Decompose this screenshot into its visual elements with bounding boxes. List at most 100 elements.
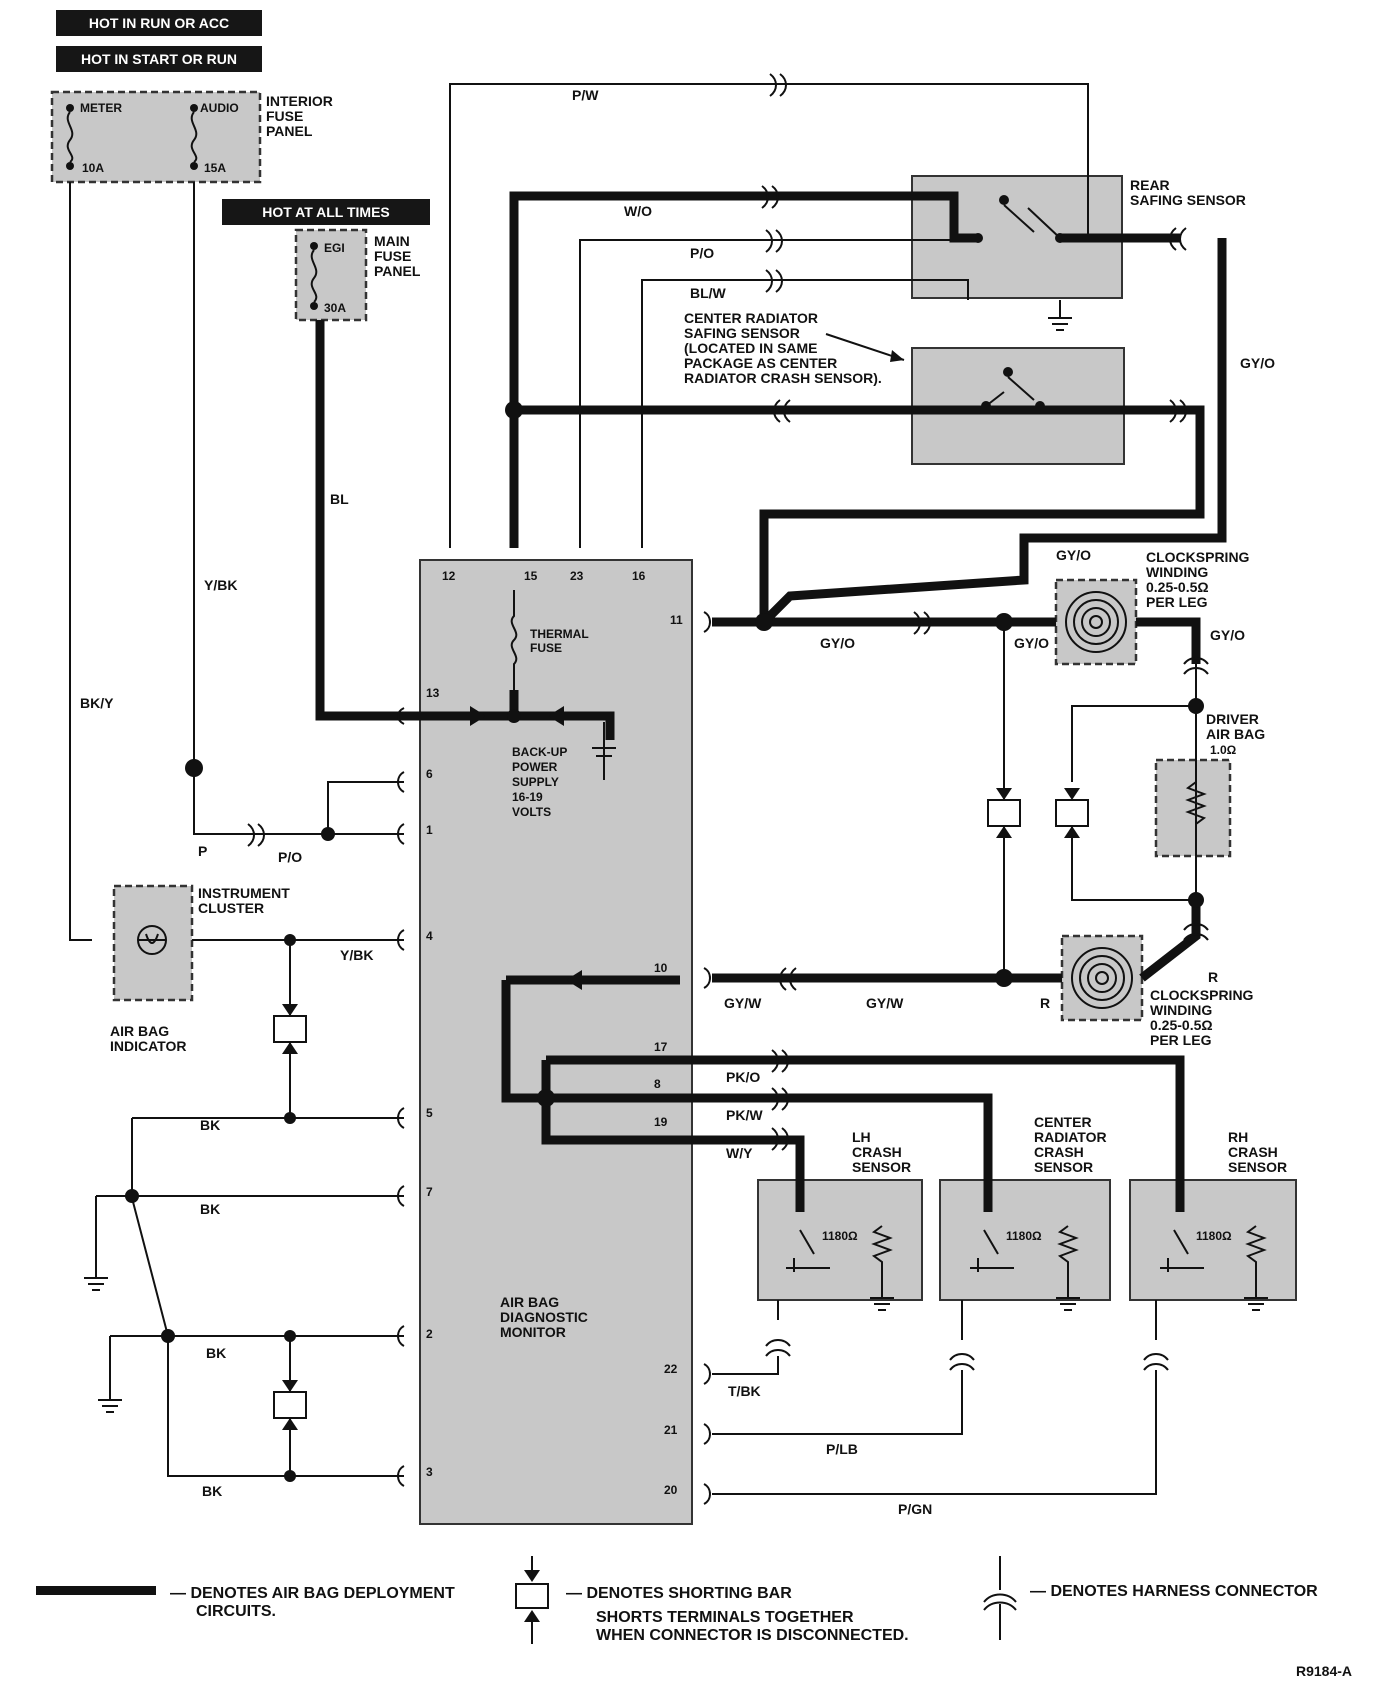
shorting-bar-icons — [273, 788, 1089, 1430]
svg-text:R: R — [1208, 969, 1218, 985]
svg-text:20: 20 — [664, 1483, 678, 1497]
svg-text:BK: BK — [206, 1345, 226, 1361]
svg-text:GY/O: GY/O — [820, 635, 855, 651]
junction-dots — [125, 401, 1204, 1482]
driver-air-bag: DRIVER AIR BAG 1.0Ω — [1154, 711, 1265, 858]
svg-text:11: 11 — [670, 613, 683, 627]
legend: — DENOTES AIR BAG DEPLOYMENT CIRCUITS. —… — [36, 1556, 1318, 1644]
svg-text:SAFING SENSOR: SAFING SENSOR — [684, 325, 800, 341]
svg-text:— DENOTES AIR BAG DEPLOYMENT: — DENOTES AIR BAG DEPLOYMENT — [170, 1585, 455, 1602]
svg-text:3: 3 — [426, 1465, 433, 1479]
svg-text:CLOCKSPRING: CLOCKSPRING — [1150, 987, 1254, 1003]
clockspring-upper: CLOCKSPRING WINDING 0.25-0.5Ω PER LEG — [1054, 549, 1250, 666]
resistor-icon — [1245, 1225, 1267, 1274]
clockspring-lower: CLOCKSPRING WINDING 0.25-0.5Ω PER LEG — [1060, 934, 1254, 1048]
resistor-icon — [871, 1225, 893, 1274]
svg-text:R: R — [1040, 995, 1050, 1011]
main-fuse-panel: EGI 30A MAIN FUSE PANEL — [294, 228, 421, 322]
svg-text:7: 7 — [426, 1185, 433, 1199]
svg-text:8: 8 — [654, 1077, 661, 1091]
svg-text:PER LEG: PER LEG — [1146, 594, 1208, 610]
svg-text:19: 19 — [654, 1115, 668, 1129]
svg-text:POWER: POWER — [512, 760, 558, 774]
svg-text:MONITOR: MONITOR — [500, 1324, 566, 1340]
svg-text:10: 10 — [654, 961, 668, 975]
svg-text:DRIVER: DRIVER — [1206, 711, 1259, 727]
svg-text:GY/O: GY/O — [1056, 547, 1091, 563]
svg-text:22: 22 — [664, 1362, 678, 1376]
svg-text:GY/W: GY/W — [724, 995, 762, 1011]
svg-text:T/BK: T/BK — [728, 1383, 761, 1399]
svg-text:GY/O: GY/O — [1210, 627, 1245, 643]
center-radiator-safing-sensor: CENTER RADIATOR SAFING SENSOR (LOCATED I… — [684, 310, 1125, 465]
svg-text:INDICATOR: INDICATOR — [110, 1038, 186, 1054]
svg-text:BL/W: BL/W — [690, 285, 727, 301]
svg-text:BK: BK — [200, 1117, 220, 1133]
svg-text:W/Y: W/Y — [726, 1145, 753, 1161]
svg-text:30A: 30A — [324, 301, 346, 315]
svg-text:15: 15 — [524, 569, 538, 583]
svg-text:4: 4 — [426, 929, 433, 943]
svg-text:Y/BK: Y/BK — [204, 577, 237, 593]
svg-text:PANEL: PANEL — [374, 263, 421, 279]
svg-text:SUPPLY: SUPPLY — [512, 775, 559, 789]
svg-text:FUSE: FUSE — [374, 248, 411, 264]
figure-code: R9184-A — [1296, 1663, 1352, 1679]
legend-deployment-line — [36, 1586, 156, 1595]
svg-text:MAIN: MAIN — [374, 233, 410, 249]
svg-text:PACKAGE AS CENTER: PACKAGE AS CENTER — [684, 355, 837, 371]
svg-text:0.25-0.5Ω: 0.25-0.5Ω — [1146, 579, 1209, 595]
svg-text:PK/W: PK/W — [726, 1107, 763, 1123]
svg-text:15A: 15A — [204, 161, 226, 175]
svg-text:CLOCKSPRING: CLOCKSPRING — [1146, 549, 1250, 565]
ground-icon — [1056, 1274, 1080, 1311]
ground-icon — [1048, 300, 1072, 331]
svg-text:P: P — [198, 843, 207, 859]
svg-text:CENTER: CENTER — [1034, 1114, 1092, 1130]
svg-text:21: 21 — [664, 1423, 678, 1437]
svg-text:P/O: P/O — [278, 849, 302, 865]
svg-text:BK: BK — [200, 1201, 220, 1217]
svg-text:W/O: W/O — [624, 203, 652, 219]
svg-text:2: 2 — [426, 1327, 433, 1341]
svg-text:1180Ω: 1180Ω — [1196, 1229, 1232, 1243]
svg-text:EGI: EGI — [324, 241, 345, 255]
svg-text:BK: BK — [202, 1483, 222, 1499]
svg-text:16-19: 16-19 — [512, 790, 543, 804]
svg-text:1: 1 — [426, 823, 433, 837]
svg-text:INTERIOR: INTERIOR — [266, 93, 333, 109]
svg-text:INSTRUMENT: INSTRUMENT — [198, 885, 290, 901]
svg-text:SHORTS TERMINALS TOGETHER: SHORTS TERMINALS TOGETHER — [596, 1609, 854, 1626]
svg-text:FUSE: FUSE — [530, 641, 562, 655]
svg-text:6: 6 — [426, 767, 433, 781]
banner-run-acc: HOT IN RUN OR ACC — [56, 10, 262, 36]
svg-text:13: 13 — [426, 686, 440, 700]
svg-text:REAR: REAR — [1130, 177, 1170, 193]
fuse-egi-icon — [310, 249, 318, 303]
svg-text:METER: METER — [80, 101, 122, 115]
svg-text:HOT IN START OR RUN: HOT IN START OR RUN — [81, 51, 237, 67]
svg-text:SENSOR: SENSOR — [852, 1159, 911, 1175]
deployment-circuits — [315, 191, 1227, 1212]
harness-connector-icons — [247, 73, 1209, 1505]
ground-icon — [1244, 1274, 1268, 1311]
svg-text:CIRCUITS.: CIRCUITS. — [196, 1603, 276, 1620]
svg-text:P/O: P/O — [690, 245, 714, 261]
svg-text:Y/BK: Y/BK — [340, 947, 373, 963]
svg-text:HOT IN RUN OR ACC: HOT IN RUN OR ACC — [89, 15, 229, 31]
svg-text:BL: BL — [330, 491, 349, 507]
svg-text:THERMAL: THERMAL — [530, 627, 589, 641]
lh-crash-sensor: 1180Ω LH CRASH SENSOR — [757, 1129, 923, 1311]
svg-text:PK/O: PK/O — [726, 1069, 760, 1085]
rh-crash-sensor: 1180Ω RH CRASH SENSOR — [1129, 1129, 1297, 1311]
ground-icon — [870, 1274, 894, 1311]
svg-text:CRASH: CRASH — [852, 1144, 902, 1160]
svg-text:P/W: P/W — [572, 87, 599, 103]
svg-text:GY/O: GY/O — [1014, 635, 1049, 651]
legend-harness-connector-icon — [983, 1556, 1017, 1640]
banner-start-run: HOT IN START OR RUN — [56, 46, 262, 72]
svg-text:VOLTS: VOLTS — [512, 805, 551, 819]
svg-text:BACK-UP: BACK-UP — [512, 745, 567, 759]
svg-text:CRASH: CRASH — [1228, 1144, 1278, 1160]
resistor-icon — [1057, 1225, 1079, 1274]
